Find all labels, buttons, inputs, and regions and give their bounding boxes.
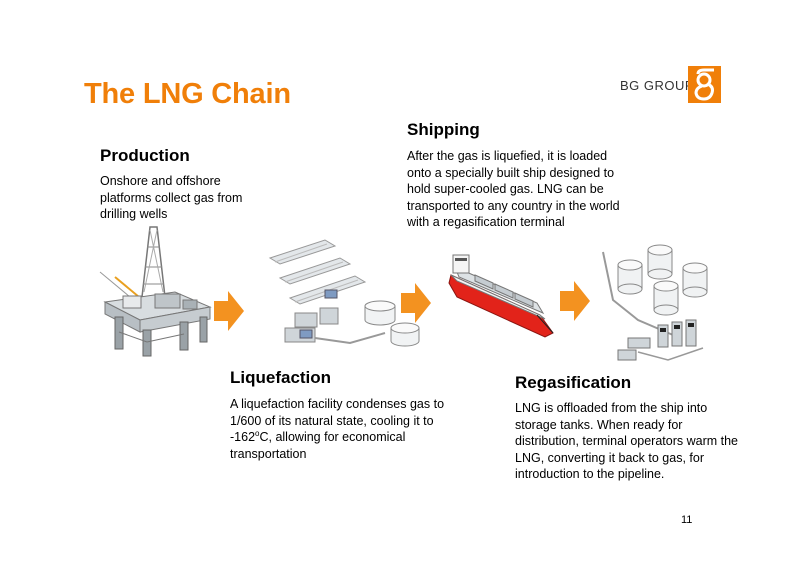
shipping-heading: Shipping <box>407 120 480 139</box>
oil-platform-icon <box>99 226 212 357</box>
bg-group-logo-icon <box>688 66 721 103</box>
production-description: Onshore and offshore platforms collect g… <box>100 174 243 221</box>
liquefaction-heading: Liquefaction <box>230 368 332 387</box>
production-heading: Production <box>100 146 190 165</box>
slide-title: The LNG Chain <box>84 78 291 110</box>
logo-text: BG GROUP <box>620 78 695 93</box>
liquefaction-plant-icon <box>268 239 420 347</box>
arrow-right-icon <box>214 291 244 331</box>
lng-tanker-icon <box>448 254 554 338</box>
regasification-description: LNG is offloaded from the ship into stor… <box>515 401 739 481</box>
regasification-terminal-icon <box>602 244 708 361</box>
liquefaction-description: A liquefaction facility condenses gas to… <box>230 397 445 461</box>
arrow-right-icon <box>401 283 431 323</box>
regasification-heading: Regasification <box>515 373 632 392</box>
arrow-right-icon <box>560 281 590 321</box>
shipping-description: After the gas is liquefied, it is loaded… <box>407 149 620 229</box>
page-number: 11 <box>681 514 693 526</box>
